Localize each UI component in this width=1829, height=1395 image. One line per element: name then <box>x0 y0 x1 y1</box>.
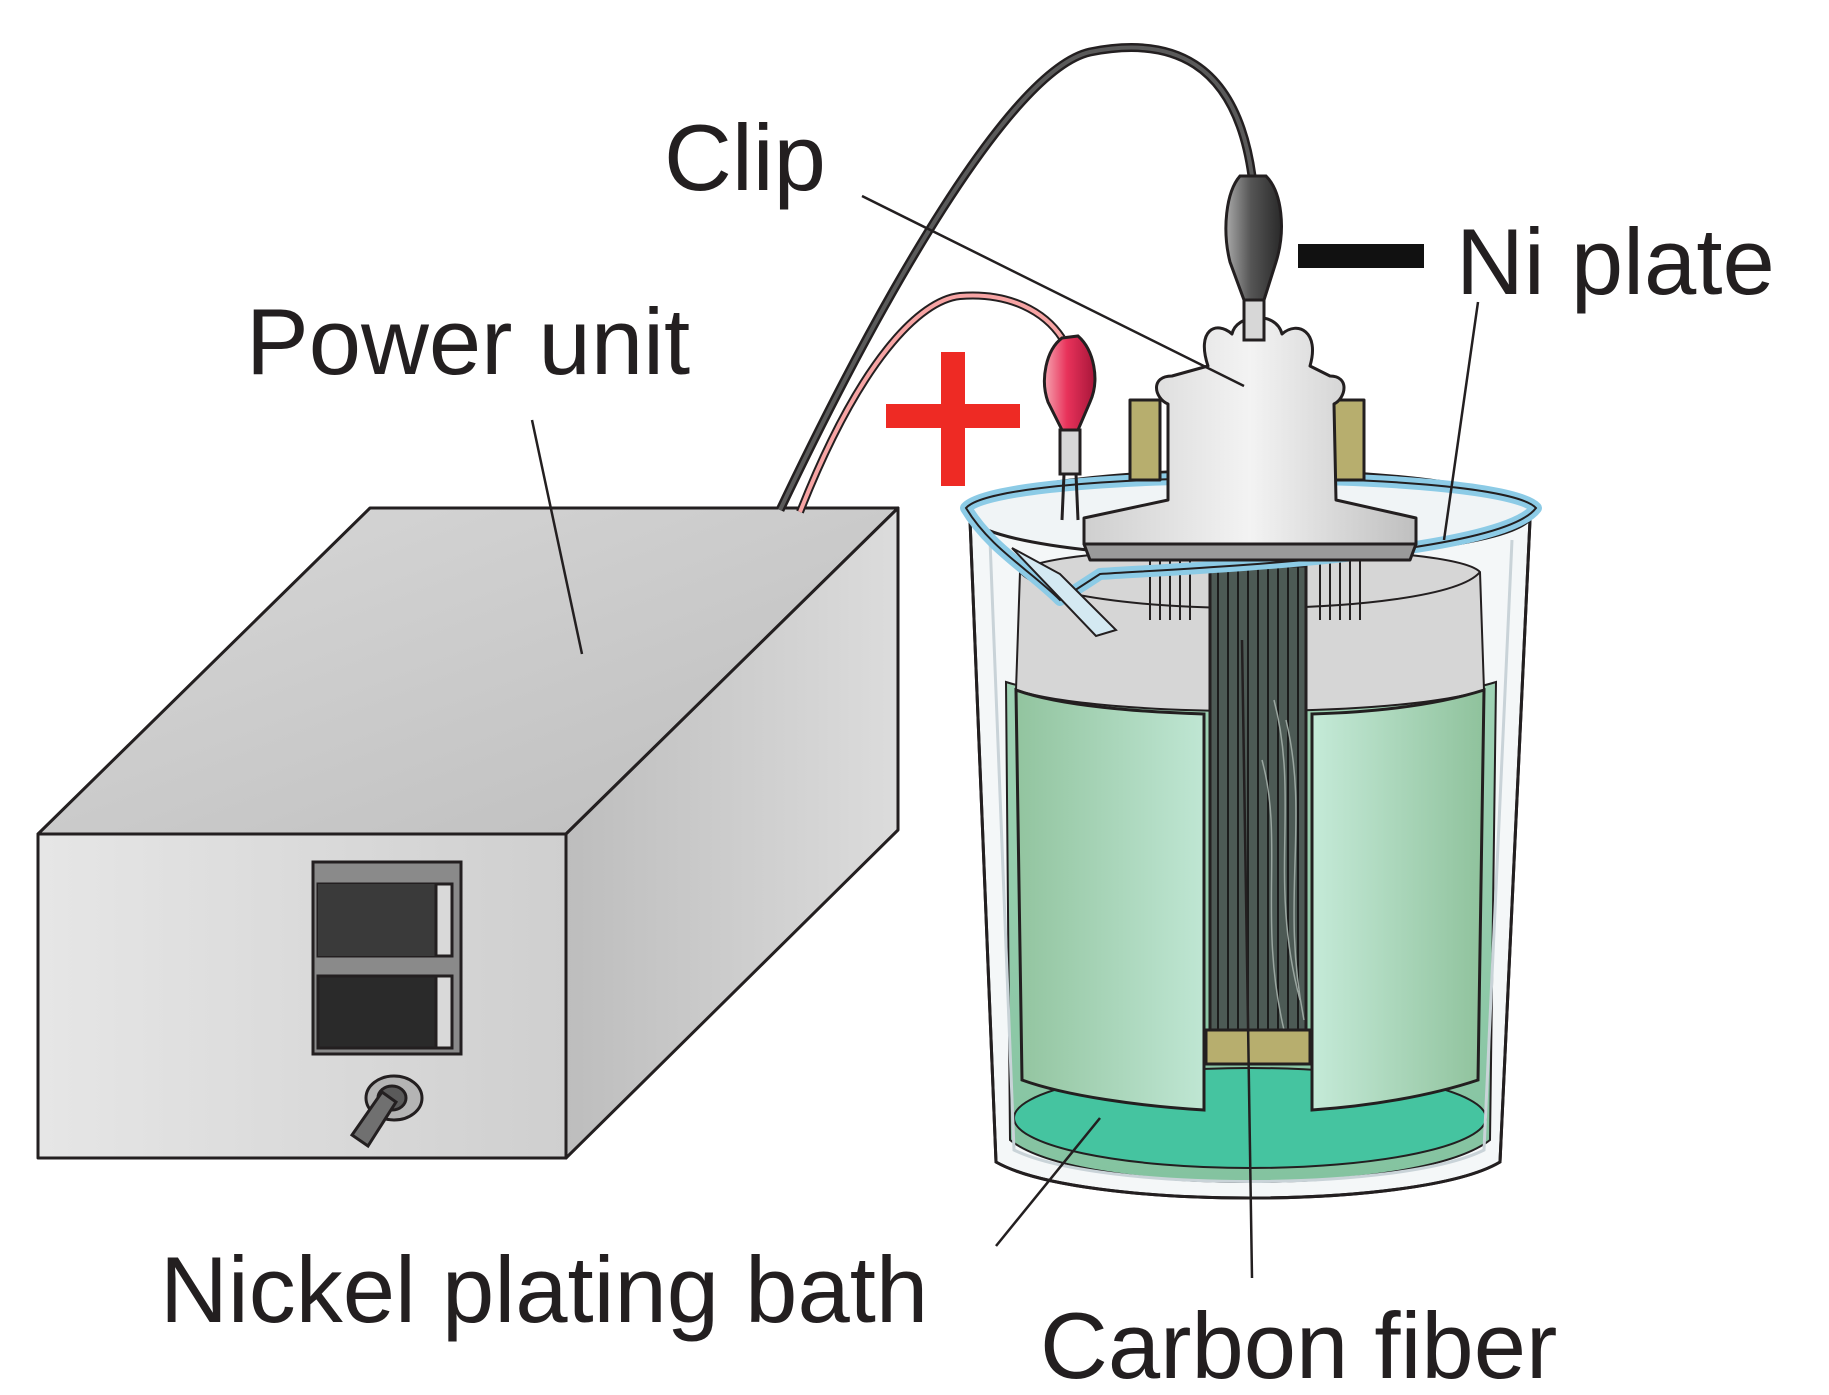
alligator-clip-icon <box>1043 334 1097 521</box>
fiber-holder <box>1204 1028 1312 1066</box>
leader-ni-plate <box>1442 301 1480 541</box>
carbon-fiber-bundle <box>1149 560 1361 1066</box>
power-unit-box <box>36 506 900 1160</box>
leader-power-unit <box>530 419 584 655</box>
label-nickel-plating-bath: Nickel plating bath <box>160 1237 928 1342</box>
leader-clip <box>861 194 1245 388</box>
switch-icon <box>311 860 463 1056</box>
ni-plate-right <box>1310 687 1486 1112</box>
power-unit-front-face <box>36 832 568 1160</box>
ni-plate-left <box>1014 687 1206 1112</box>
label-carbon-fiber: Carbon fiber <box>1040 1293 1557 1395</box>
clip-holder <box>1082 316 1418 562</box>
leader-bath <box>995 1117 1101 1247</box>
negative-terminal-symbol <box>1298 244 1424 268</box>
label-clip: Clip <box>664 105 826 210</box>
switch-lower <box>316 974 454 1050</box>
alligator-clip-icon <box>1224 174 1283 342</box>
label-power-unit: Power unit <box>246 289 690 394</box>
label-ni-plate: Ni plate <box>1456 209 1775 314</box>
positive-terminal-symbol <box>886 352 1020 486</box>
leader-lines <box>530 194 1480 1279</box>
toggle-knob-icon <box>349 1074 424 1149</box>
positive-wire <box>796 291 1066 514</box>
leader-carbon-fiber <box>1240 639 1254 1279</box>
